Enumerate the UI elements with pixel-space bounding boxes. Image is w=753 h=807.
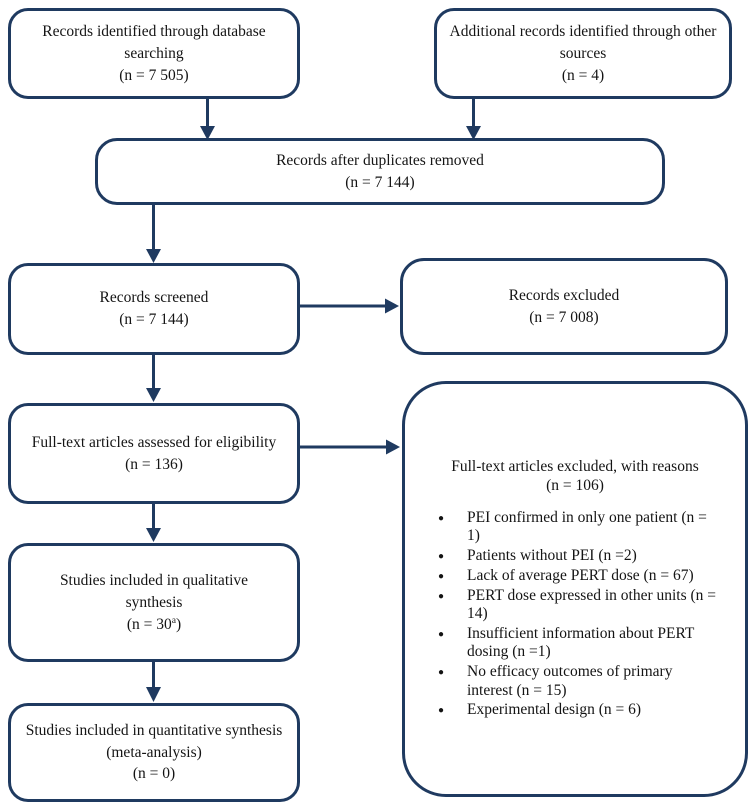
exclusion-reason-item: ● Experimental design (n = 6) bbox=[427, 701, 723, 720]
exclusion-reason-text: Insufficient information about PERT dosi… bbox=[467, 624, 695, 661]
exclusion-reason-text: PEI confirmed in only one patient (n = 1… bbox=[467, 508, 707, 545]
box-fulltext-excluded-reasons: Full-text articles excluded, with reason… bbox=[402, 381, 748, 797]
box-quantitative-synthesis: Studies included in quantitative synthes… bbox=[8, 703, 300, 802]
box-records-identified-database: Records identified through database sear… bbox=[8, 8, 300, 99]
arrowhead-fulltext-to-excluded-reasons bbox=[386, 439, 400, 455]
exclusion-reason-item: ● Insufficient information about PERT do… bbox=[427, 625, 723, 662]
box-records-excluded: Records excluded (n = 7 008) bbox=[400, 258, 728, 355]
box-qualitative-synthesis: Studies included in qualitative synthesi… bbox=[8, 543, 300, 662]
exclusion-reason-text: No efficacy outcomes of primary interest… bbox=[467, 663, 673, 699]
bullet-icon: ● bbox=[438, 590, 445, 602]
box-title: Records identified through database sear… bbox=[42, 22, 266, 62]
exclusion-reason-item: ● Lack of average PERT dose (n = 67) bbox=[427, 567, 723, 586]
box-count: (n = 136) bbox=[125, 455, 183, 473]
exclusion-reason-text: Patients without PEI (n =2) bbox=[467, 546, 637, 564]
arrowhead-duplicates-to-screened bbox=[146, 249, 161, 263]
box-count: (n = 7 144) bbox=[345, 173, 415, 191]
exclusion-reason-item: ● No efficacy outcomes of primary intere… bbox=[427, 663, 723, 700]
bullet-icon: ● bbox=[438, 550, 445, 562]
box-count: (n = 7 144) bbox=[119, 311, 189, 328]
bullet-icon: ● bbox=[438, 628, 445, 640]
exclusion-reason-text: Experimental design (n = 6) bbox=[467, 701, 642, 719]
box-title: Records excluded bbox=[508, 286, 620, 304]
excluded-reasons-heading: Full-text articles excluded, with reason… bbox=[427, 457, 723, 496]
box-count: (n = 4) bbox=[561, 66, 605, 84]
box-subtitle: (meta-analysis) bbox=[106, 743, 202, 761]
exclusion-reason-item: ● PERT dose expressed in other units (n … bbox=[427, 587, 723, 624]
box-fulltext-assessed: Full-text articles assessed for eligibil… bbox=[8, 403, 300, 504]
box-count: (n = 30a) bbox=[126, 614, 182, 633]
bullet-icon: ● bbox=[438, 667, 445, 679]
box-count: (n = 0) bbox=[132, 765, 176, 783]
box-title: Additional records identified through ot… bbox=[449, 22, 717, 62]
box-title: Records after duplicates removed bbox=[276, 151, 484, 169]
exclusion-reason-item: ● PEI confirmed in only one patient (n =… bbox=[427, 509, 723, 546]
arrowhead-fulltext-to-qualitative bbox=[146, 528, 161, 542]
box-count: (n = 7 505) bbox=[119, 66, 189, 84]
box-title: Records screened bbox=[99, 289, 209, 306]
bullet-icon: ● bbox=[438, 570, 445, 582]
exclusion-reasons-list: ● PEI confirmed in only one patient (n =… bbox=[427, 509, 723, 722]
box-title: Studies included in quantitative synthes… bbox=[25, 722, 283, 740]
box-title: Studies included in qualitative synthesi… bbox=[59, 571, 249, 611]
arrowhead-qualitative-to-quantitative bbox=[146, 687, 161, 702]
box-title: Full-text articles assessed for eligibil… bbox=[31, 433, 277, 451]
footnote-marker: a bbox=[171, 614, 176, 626]
exclusion-reason-text: Lack of average PERT dose (n = 67) bbox=[467, 566, 694, 584]
bullet-icon: ● bbox=[438, 705, 445, 717]
box-additional-records-other-sources: Additional records identified through ot… bbox=[434, 8, 732, 99]
exclusion-reason-text: PERT dose expressed in other units (n = … bbox=[467, 586, 717, 623]
box-records-screened: Records screened (n = 7 144) bbox=[8, 263, 300, 355]
box-count: (n = 106) bbox=[546, 477, 604, 495]
box-records-after-duplicates-removed: Records after duplicates removed (n = 7 … bbox=[95, 138, 665, 205]
box-count: (n = 7 008) bbox=[529, 308, 599, 326]
box-title: Full-text articles excluded, with reason… bbox=[451, 457, 699, 475]
exclusion-reason-item: ● Patients without PEI (n =2) bbox=[427, 547, 723, 566]
arrowhead-screened-to-excluded bbox=[385, 298, 399, 314]
arrowhead-screened-to-fulltext bbox=[146, 388, 161, 402]
bullet-icon: ● bbox=[438, 512, 445, 524]
